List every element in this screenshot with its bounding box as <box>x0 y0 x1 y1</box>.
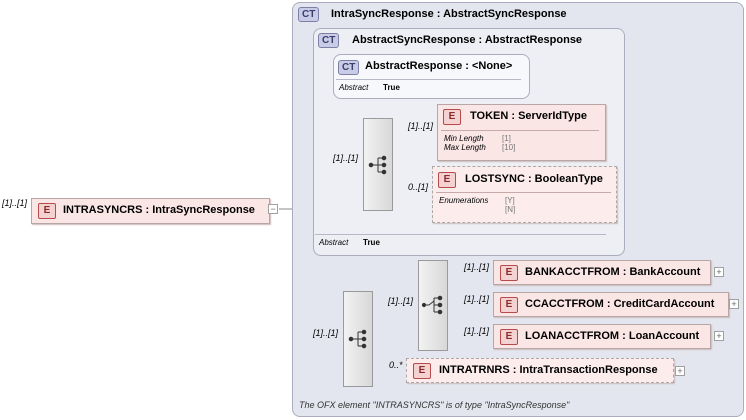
outer-type-footer: The OFX element "INTRASYNCRS" is of type… <box>299 400 570 410</box>
intratrnrs-multiplicity: 0..* <box>389 360 403 370</box>
expand-toggle[interactable]: + <box>714 331 724 341</box>
ct-badge: CT <box>298 7 320 22</box>
expand-toggle[interactable]: + <box>729 299 739 309</box>
sequence-compositor[interactable] <box>363 118 393 211</box>
token-title: TOKEN : ServerIdType <box>470 110 587 122</box>
expand-toggle[interactable]: + <box>675 366 685 376</box>
divider <box>436 192 611 193</box>
ct-badge: CT <box>318 33 340 48</box>
divider <box>336 79 521 80</box>
element-badge: E <box>413 363 431 379</box>
token-facet-value: [1] <box>502 134 511 143</box>
root-element-box[interactable]: E INTRASYNCRS : IntraSyncResponse <box>31 198 270 224</box>
divider <box>315 234 606 235</box>
inner-type-title: AbstractResponse : <None> <box>365 60 513 72</box>
loan-element-box[interactable]: E LOANACCTFROM : LoanAccount <box>493 324 711 349</box>
lostsync-title: LOSTSYNC : BooleanType <box>465 173 603 185</box>
intratrnrs-title: INTRATRNRS : IntraTransactionResponse <box>439 364 658 376</box>
cc-multiplicity: [1]..[1] <box>464 294 490 304</box>
mid-abstract-value: True <box>363 238 380 247</box>
bank-title: BANKACCTFROM : BankAccount <box>525 266 701 278</box>
cc-title: CCACCTFROM : CreditCardAccount <box>525 298 715 310</box>
seq2-multiplicity: [1]..[1] <box>313 328 339 338</box>
token-facet-value: [10] <box>502 143 516 152</box>
divider <box>441 130 599 131</box>
expand-toggle[interactable]: + <box>714 267 724 277</box>
mid-abstract-label: Abstract <box>319 238 349 247</box>
element-badge: E <box>438 172 456 188</box>
outer-type-title: IntraSyncResponse : AbstractSyncResponse <box>331 8 567 20</box>
element-badge: E <box>500 265 518 281</box>
loan-multiplicity: [1]..[1] <box>464 326 490 336</box>
lostsync-facet-value: [Y] <box>505 196 515 205</box>
bank-element-box[interactable]: E BANKACCTFROM : BankAccount <box>493 260 711 285</box>
seq1-multiplicity: [1]..[1] <box>333 153 359 163</box>
sequence-icon <box>368 155 387 175</box>
lostsync-multiplicity: 0..[1] <box>408 182 429 192</box>
token-multiplicity: [1]..[1] <box>408 121 434 131</box>
element-badge: E <box>38 203 56 219</box>
token-facet-label: Min Length <box>444 134 484 143</box>
loan-title: LOANACCTFROM : LoanAccount <box>525 330 700 342</box>
sequence-icon <box>348 329 367 349</box>
inner-complex-type <box>333 54 530 99</box>
root-multiplicity: [1]..[1] <box>2 198 28 208</box>
mid-type-title: AbstractSyncResponse : AbstractResponse <box>352 34 583 46</box>
cc-element-box[interactable]: E CCACCTFROM : CreditCardAccount <box>493 292 729 317</box>
lostsync-facet-label: Enumerations <box>439 196 489 205</box>
lostsync-facet-value: [N] <box>505 205 516 214</box>
ct-badge: CT <box>338 60 360 75</box>
collapse-toggle[interactable]: − <box>268 204 278 214</box>
element-badge: E <box>500 297 518 313</box>
token-element-box[interactable]: E TOKEN : ServerIdType Min Length [1] Ma… <box>437 104 606 161</box>
element-badge: E <box>443 109 461 125</box>
lostsync-element-box[interactable]: E LOSTSYNC : BooleanType Enumerations [Y… <box>432 166 617 223</box>
choice-multiplicity: [1]..[1] <box>388 296 414 306</box>
choice-compositor[interactable] <box>418 260 448 351</box>
inner-abstract-label: Abstract <box>339 83 369 92</box>
sequence-compositor[interactable] <box>343 291 373 387</box>
choice-icon <box>421 295 443 315</box>
inner-abstract-value: True <box>383 83 400 92</box>
element-badge: E <box>500 329 518 345</box>
intratrnrs-element-box[interactable]: E INTRATRNRS : IntraTransactionResponse <box>406 358 674 383</box>
token-facet-label: Max Length <box>444 143 486 152</box>
bank-multiplicity: [1]..[1] <box>464 262 490 272</box>
root-element-title: INTRASYNCRS : IntraSyncResponse <box>63 204 255 216</box>
